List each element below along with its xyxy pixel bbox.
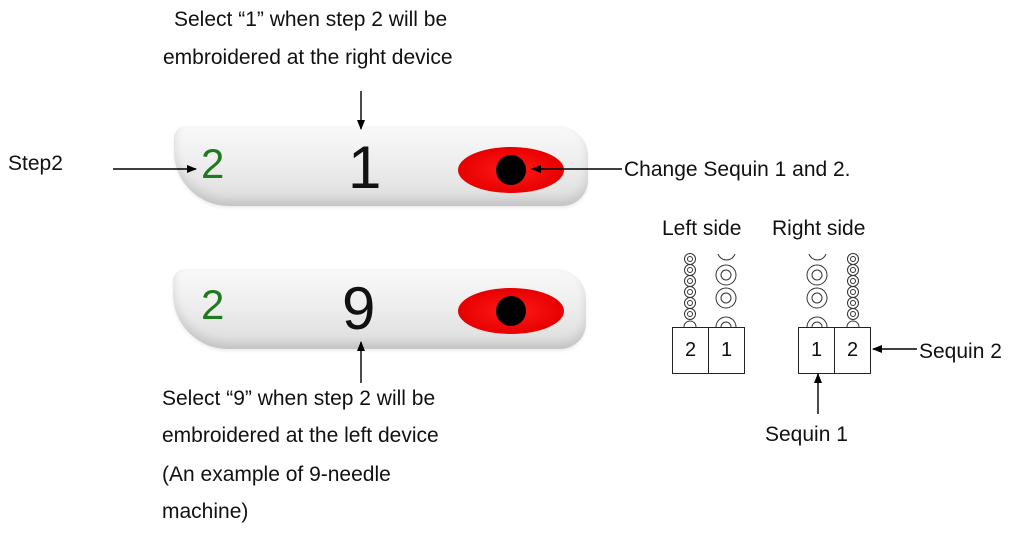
device-number: 9 xyxy=(342,275,376,342)
top-instruction-line1: Select “1” when step 2 will be xyxy=(174,8,448,31)
change-sequin-button[interactable] xyxy=(458,288,564,334)
right-narrow-sequin-reels xyxy=(846,253,860,328)
right-wide-sequin-reels xyxy=(806,253,828,328)
display-panel-bottom: 2 9 xyxy=(173,269,586,349)
right-device-box-1: 1 xyxy=(798,327,835,374)
device-number: 1 xyxy=(348,134,382,201)
change-sequin-label: Change Sequin 1 and 2. xyxy=(624,158,851,181)
left-device-box-1: 1 xyxy=(708,327,745,374)
sequin-2-label: Sequin 2 xyxy=(919,340,1002,363)
left-side-label: Left side xyxy=(662,217,742,240)
top-instruction-line2: embroidered at the right device xyxy=(163,46,453,69)
eye-pupil-icon xyxy=(496,155,526,185)
step-number: 2 xyxy=(201,281,225,328)
step-number: 2 xyxy=(201,140,225,187)
left-wide-sequin-reels xyxy=(715,253,737,328)
sequin-1-label: Sequin 1 xyxy=(765,423,848,446)
right-side-label: Right side xyxy=(772,217,866,240)
bottom-instruction-line4: machine) xyxy=(162,500,249,523)
right-device-box-2: 2 xyxy=(834,327,871,374)
step2-label: Step2 xyxy=(8,152,63,175)
left-narrow-sequin-reels xyxy=(683,253,697,328)
eye-pupil-icon xyxy=(496,296,526,326)
change-sequin-button[interactable] xyxy=(458,147,564,193)
bottom-instruction-line2: embroidered at the left device xyxy=(162,424,439,447)
bottom-instruction-line3: (An example of 9-needle xyxy=(162,463,391,486)
bottom-instruction-line1: Select “9” when step 2 will be xyxy=(162,387,436,410)
display-panel-top: 2 1 xyxy=(174,126,588,206)
